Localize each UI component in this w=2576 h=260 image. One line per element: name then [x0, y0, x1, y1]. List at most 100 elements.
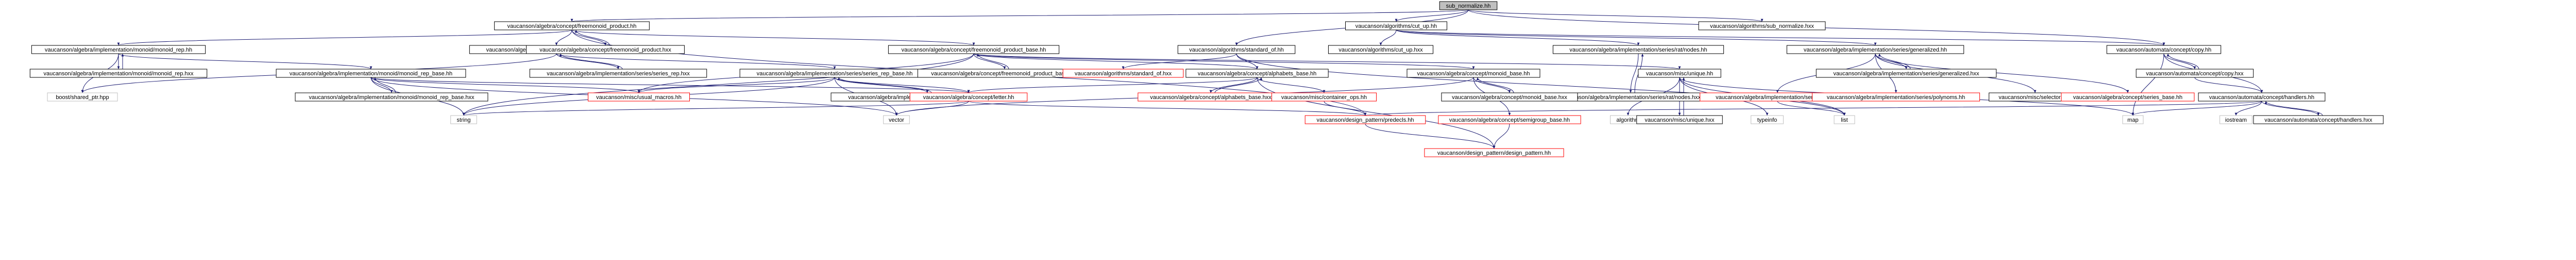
node-label: vaucanson/algebra/implementation/monoid/…	[45, 47, 192, 53]
edge-fmp-to-monoidrep	[117, 29, 572, 46]
node-label: vaucanson/algebra/concept/freemonoid_pro…	[507, 23, 637, 29]
graph-node-vaucanson-algorithms-standard-of-hxx[interactable]: vaucanson/algorithms/standard_of.hxx	[1062, 69, 1184, 78]
node-box	[1062, 69, 1184, 78]
graph-node-string[interactable]: string	[450, 115, 477, 124]
edge-root-to-subnormhxx	[1468, 9, 1764, 22]
graph-node-typeinfo[interactable]: typeinfo	[1751, 115, 1784, 124]
graph-node-vaucanson-algebra-concept-monoid-base-hh[interactable]: vaucanson/algebra/concept/monoid_base.hh	[1406, 69, 1540, 78]
graph-node-vaucanson-algorithms-sub-normalize-hxx[interactable]: vaucanson/algorithms/sub_normalize.hxx	[1698, 21, 1826, 30]
node-label: vaucanson/algebra/concept/series_base.hh	[2073, 94, 2182, 101]
edge-handlershh-to-iostream	[2234, 101, 2262, 116]
edge-copy-to-copyhxx	[2163, 53, 2196, 70]
graph-node-vaucanson-algebra-implementation-series-polynoms-hh[interactable]: vaucanson/algebra/implementation/series/…	[1811, 92, 1980, 102]
graph-node-vaucanson-algebra-concept-freemonoid-product-hh[interactable]: vaucanson/algebra/concept/freemonoid_pro…	[494, 21, 650, 30]
graph-node-vaucanson-automata-concept-copy-hxx[interactable]: vaucanson/automata/concept/copy.hxx	[2136, 69, 2254, 78]
graph-node-sub-normalize-hh[interactable]: sub_normalize.hh	[1439, 1, 1498, 10]
graph-node-vaucanson-misc-selectors-hh[interactable]: vaucanson/misc/selectors.hh	[1989, 92, 2081, 102]
edge-fmpbase-to-uniquehh	[973, 53, 1681, 70]
graph-node-vaucanson-algebra-concept-freemonoid-product-base-hxx[interactable]: vaucanson/algebra/concept/freemonoid_pro…	[917, 69, 1092, 78]
edge-fmpbase-to-alphabase	[973, 53, 1259, 70]
node-layer: sub_normalize.hh vaucanson/algebra/concep…	[29, 1, 2384, 157]
graph-node-vaucanson-misc-usual-macros-hh[interactable]: vaucanson/misc/usual_macros.hh	[588, 92, 690, 102]
graph-node-vaucanson-misc-unique-hh[interactable]: vaucanson/misc/unique.hh	[1638, 69, 1721, 78]
node-label: vaucanson/algorithms/cut_up.hxx	[1338, 47, 1423, 53]
node-label: vaucanson/automata/concept/handlers.hxx	[2264, 117, 2372, 123]
node-label: list	[1841, 117, 1848, 123]
node-label: vaucanson/algebra/implementation/series/…	[547, 71, 690, 77]
edge-stdof-to-stdofhxx	[1122, 53, 1237, 70]
edge-fmpbase-to-fmpbasehxx	[973, 53, 1006, 70]
node-label: vaucanson/algebra/concept/monoid_base.hx…	[1452, 94, 1567, 101]
graph-node-list[interactable]: list	[1834, 115, 1855, 124]
edge-monoidrepbasehxx-to-monoidrepbase	[374, 77, 396, 93]
edge-cutup-to-cutuphxx	[1379, 29, 1397, 46]
node-box	[1636, 115, 1723, 124]
edge-monoidrepbase-to-usualmacros	[370, 77, 640, 93]
graph-node-vaucanson-algebra-implementation-monoid-monoid-rep-hxx[interactable]: vaucanson/algebra/implementation/monoid/…	[29, 69, 208, 78]
graph-node-vaucanson-algebra-implementation-series-generalized-hxx[interactable]: vaucanson/algebra/implementation/series/…	[1816, 69, 1997, 78]
node-box	[1304, 115, 1426, 124]
graph-node-vaucanson-algorithms-standard-of-hh[interactable]: vaucanson/algorithms/standard_of.hh	[1177, 45, 1296, 54]
graph-node-vaucanson-automata-concept-handlers-hxx[interactable]: vaucanson/automata/concept/handlers.hxx	[2253, 115, 2384, 124]
graph-node-vaucanson-algebra-concept-letter-hh[interactable]: vaucanson/algebra/concept/letter.hh	[909, 92, 1028, 102]
node-box	[1185, 69, 1329, 78]
edge-predefs-to-designpattern	[1365, 123, 1496, 149]
graph-node-vaucanson-algebra-implementation-monoid-monoid-rep-base-hh[interactable]: vaucanson/algebra/implementation/monoid/…	[276, 69, 466, 78]
node-label: vaucanson/algebra/concept/freemonoid_pro…	[931, 71, 1078, 77]
node-box	[1751, 115, 1784, 124]
graph-node-iostream[interactable]: iostream	[2219, 115, 2252, 124]
node-box	[1811, 92, 1980, 102]
graph-node-map[interactable]: map	[2122, 115, 2144, 124]
graph-node-vector[interactable]: vector	[883, 115, 910, 124]
graph-node-vaucanson-algebra-concept-semigroup-base-hh[interactable]: vaucanson/algebra/concept/semigroup_base…	[1438, 115, 1581, 124]
graph-node-vaucanson-algebra-implementation-series-series-rep-hxx[interactable]: vaucanson/algebra/implementation/series/…	[529, 69, 707, 78]
edge-monoidrep-to-monoidrepbase	[118, 53, 372, 70]
node-label: vaucanson/algebra/implementation/series/…	[1827, 94, 1965, 101]
edge-fmp-to-fmpbase	[571, 29, 975, 46]
edge-letter-to-stringlib	[462, 101, 969, 116]
graph-node-vaucanson-misc-unique-hxx[interactable]: vaucanson/misc/unique.hxx	[1636, 115, 1723, 124]
graph-node-vaucanson-algebra-concept-monoid-base-hxx[interactable]: vaucanson/algebra/concept/monoid_base.hx…	[1441, 92, 1578, 102]
graph-node-vaucanson-algorithms-cut-up-hh[interactable]: vaucanson/algorithms/cut_up.hh	[1345, 21, 1447, 30]
node-box	[1177, 45, 1296, 54]
graph-node-vaucanson-automata-concept-handlers-hh[interactable]: vaucanson/automata/concept/handlers.hh	[2198, 92, 2326, 102]
node-label: boost/shared_ptr.hpp	[56, 94, 109, 101]
graph-node-vaucanson-algebra-concept-freemonoid-product-hxx[interactable]: vaucanson/algebra/concept/freemonoid_pro…	[526, 45, 685, 54]
edge-copyhxx-to-copy	[2166, 53, 2199, 70]
node-label: map	[2127, 117, 2138, 123]
node-label: vaucanson/algebra/concept/monoid_base.hh	[1417, 71, 1530, 77]
graph-node-vaucanson-algorithms-cut-up-hxx[interactable]: vaucanson/algorithms/cut_up.hxx	[1328, 45, 1434, 54]
node-label: vaucanson/algebra/implementation/monoid/…	[290, 71, 452, 77]
graph-node-vaucanson-algebra-implementation-series-generalized-hh[interactable]: vaucanson/algebra/implementation/series/…	[1786, 45, 1964, 54]
graph-node-vaucanson-algebra-implementation-series-series-rep-base-hh[interactable]: vaucanson/algebra/implementation/series/…	[739, 69, 930, 78]
node-label: vaucanson/misc/selectors.hh	[1998, 94, 2071, 101]
node-box	[29, 69, 208, 78]
node-box	[888, 45, 1060, 54]
edge-seriesrep-to-seriesrepbase	[556, 53, 836, 70]
graph-node-vaucanson-automata-concept-copy-hh[interactable]: vaucanson/automata/concept/copy.hh	[2106, 45, 2222, 54]
graph-node-vaucanson-algebra-concept-freemonoid-product-base-hh[interactable]: vaucanson/algebra/concept/freemonoid_pro…	[888, 45, 1060, 54]
node-label: vaucanson/algorithms/standard_of.hxx	[1075, 71, 1172, 77]
edge-monoidbasehxx-to-monoidbase	[1476, 77, 1514, 93]
edge-handlershh-to-predefs	[1364, 101, 2262, 116]
graph-node-vaucanson-algebra-implementation-series-rat-nodes-hh[interactable]: vaucanson/algebra/implementation/series/…	[1552, 45, 1724, 54]
graph-node-vaucanson-design-pattern-predecls-hh[interactable]: vaucanson/design_pattern/predecls.hh	[1304, 115, 1426, 124]
edge-containerops-to-predefs	[1324, 101, 1367, 116]
graph-node-vaucanson-algebra-concept-alphabets-base-hh[interactable]: vaucanson/algebra/concept/alphabets_base…	[1185, 69, 1329, 78]
node-box	[2136, 69, 2254, 78]
graph-node-boost-shared-ptr-hpp[interactable]: boost/shared_ptr.hpp	[47, 92, 118, 102]
graph-node-vaucanson-algebra-implementation-series-rat-nodes-hxx[interactable]: vaucanson/algebra/implementation/series/…	[1543, 92, 1718, 102]
node-label: vaucanson/algebra/concept/letter.hh	[923, 94, 1014, 101]
edge-layer	[81, 9, 2323, 149]
graph-node-vaucanson-algebra-implementation-monoid-monoid-rep-base-hxx[interactable]: vaucanson/algebra/implementation/monoid/…	[295, 92, 488, 102]
graph-node-vaucanson-algebra-concept-series-base-hh[interactable]: vaucanson/algebra/concept/series_base.hh	[2061, 92, 2195, 102]
graph-node-vaucanson-design-pattern-design-pattern-hh[interactable]: vaucanson/design_pattern/design_pattern.…	[1424, 148, 1564, 157]
graph-node-vaucanson-algebra-implementation-monoid-monoid-rep-hh[interactable]: vaucanson/algebra/implementation/monoid/…	[31, 45, 206, 54]
edge-root-to-cutup	[1395, 9, 1469, 22]
graph-node-vaucanson-algebra-concept-alphabets-base-hxx[interactable]: vaucanson/algebra/concept/alphabets_base…	[1138, 92, 1284, 102]
graph-node-vaucanson-misc-container-ops-hh[interactable]: vaucanson/misc/container_ops.hh	[1271, 92, 1377, 102]
node-box	[1834, 115, 1855, 124]
node-label: vaucanson/algebra/implementation/series/…	[1561, 94, 1701, 101]
node-label: vaucanson/algebra/implementation/series/…	[1569, 47, 1707, 53]
edge-generalizedhxx-to-generalized	[1878, 53, 1911, 70]
